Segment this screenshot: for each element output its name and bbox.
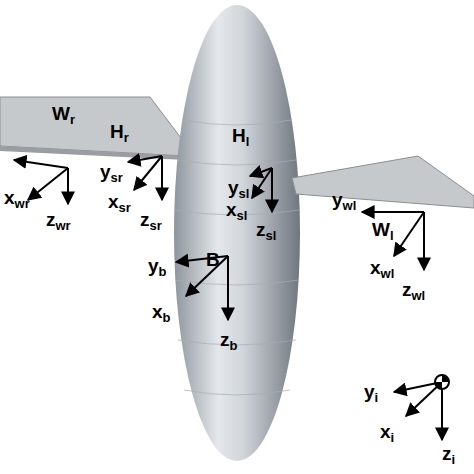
- axis-label: Hr: [110, 122, 129, 144]
- inertial-origin: [435, 375, 449, 389]
- axis-label: ywl: [332, 190, 356, 212]
- axis-label: xwr: [4, 188, 30, 210]
- axes: [14, 156, 442, 440]
- axis-label: zsl: [256, 220, 276, 242]
- axis-label: ysl: [228, 178, 249, 200]
- axis-label: zwl: [402, 280, 425, 302]
- hull: [174, 5, 300, 461]
- axis-label: xsl: [226, 200, 247, 222]
- axis-label: zb: [220, 330, 237, 352]
- right-wing: [292, 156, 474, 208]
- axis-label: zsr: [140, 210, 162, 232]
- axis-label: xwl: [370, 258, 394, 280]
- left-wing: [0, 97, 190, 156]
- axis-label: yi: [364, 382, 378, 404]
- hull-rings: [175, 120, 299, 395]
- inertial-origin-fill: [442, 375, 449, 382]
- axis-label: zi: [442, 444, 455, 466]
- axis-label: Wr: [52, 104, 75, 126]
- axis-label: zwr: [46, 210, 71, 232]
- left-wing-edge: [0, 146, 186, 160]
- axis-label: B: [206, 250, 220, 269]
- axis-label: ysr: [100, 162, 123, 184]
- axis-label: xi: [380, 422, 394, 444]
- axis-label: yb: [148, 256, 167, 278]
- axis-label: Hl: [232, 126, 249, 148]
- axis-label: xb: [152, 302, 171, 324]
- axis-label: Wl: [372, 220, 394, 242]
- axis-label: xsr: [108, 192, 131, 214]
